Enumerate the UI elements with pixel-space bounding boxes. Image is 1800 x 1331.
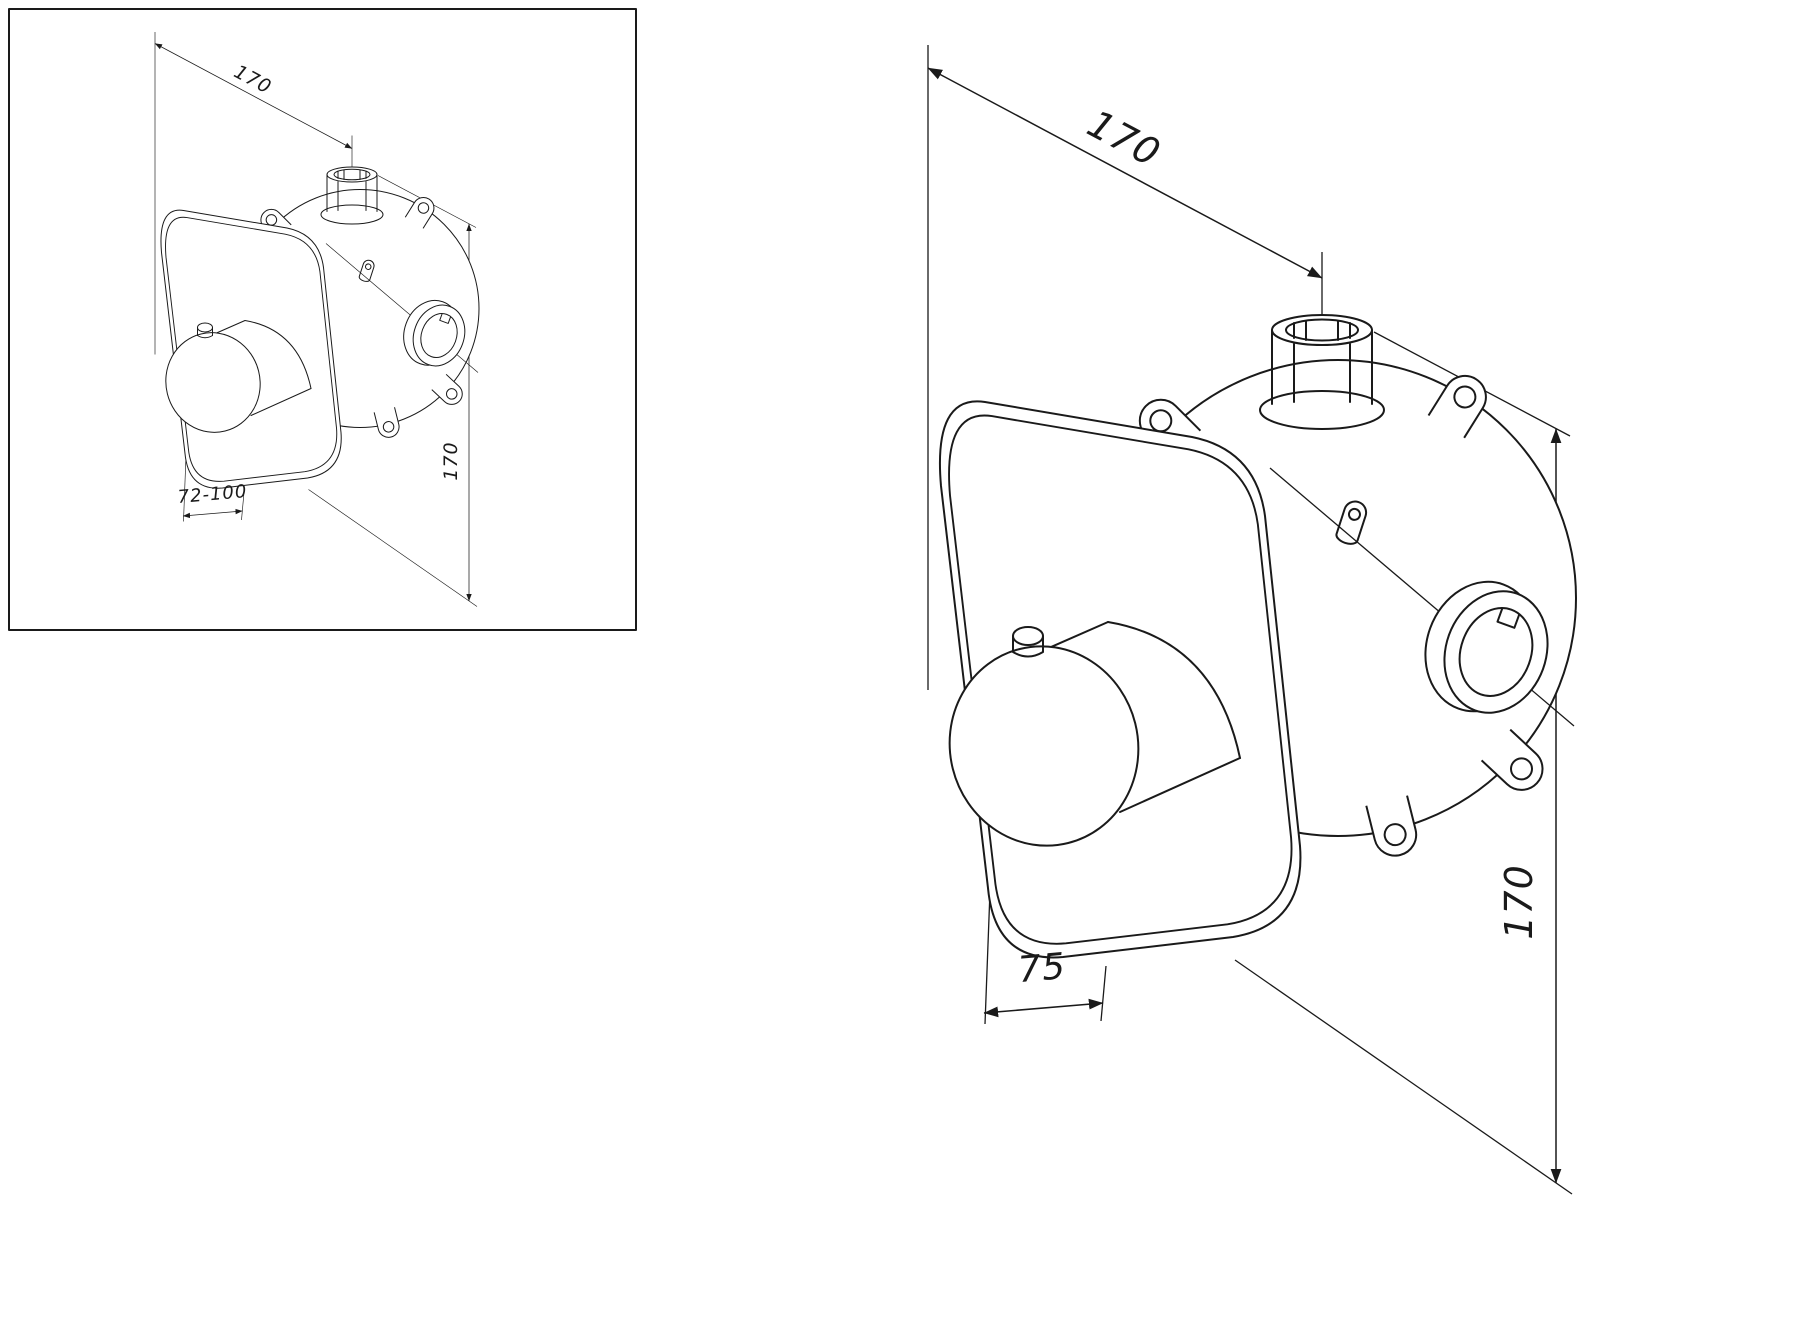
right-dimension-label-depth: 75 [1016,946,1067,991]
left-dimension-label-height: 170 [440,441,462,480]
right-dimension-label-height: 170 [1497,864,1541,940]
left-dimension-label-depth: 72-100 [177,481,248,508]
right-view-drawing [928,45,1576,1194]
detail-frame [8,8,637,631]
right-dimension-label-width: 170 [1080,101,1167,175]
left-view: 170 170 72-100 [8,8,637,631]
left-view-drawing [155,32,479,607]
right-view: 170 170 75 [928,45,1576,1194]
left-dimension-label-width: 170 [230,61,275,99]
